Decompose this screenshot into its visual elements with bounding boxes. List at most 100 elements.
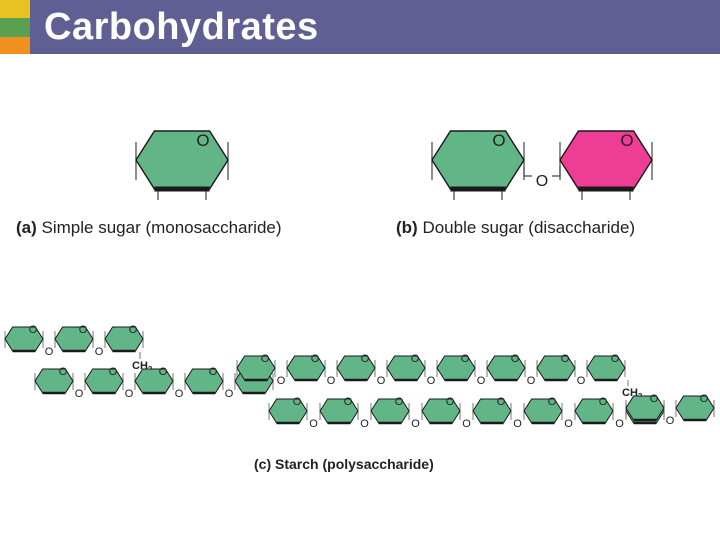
ring-oxygen-label: O xyxy=(261,353,270,365)
glucose-unit: O xyxy=(34,366,74,395)
glycosidic-oxygen-label: O xyxy=(666,415,675,427)
glucose-unit: O xyxy=(286,353,326,382)
starch-branch-right: OOO xyxy=(625,393,715,427)
glucose-unit: O xyxy=(536,353,576,382)
ring-oxygen-label: O xyxy=(611,353,620,365)
glycosidic-oxygen-label: O xyxy=(527,375,536,387)
glycosidic-oxygen-label: O xyxy=(427,375,436,387)
ring-oxygen-label: O xyxy=(599,396,608,408)
glucose-unit: O xyxy=(421,396,461,425)
glucose-unit: O xyxy=(319,396,359,425)
ring-oxygen-label: O xyxy=(109,366,118,378)
glucose-ring xyxy=(472,398,512,424)
caption-disaccharide: (b) Double sugar (disaccharide) xyxy=(396,218,635,238)
glucose-ring xyxy=(286,355,326,381)
ring-oxygen-label: O xyxy=(461,353,470,365)
ring-oxygen-label: O xyxy=(650,393,659,405)
caption-tag: (c) xyxy=(254,456,272,472)
glucose-unit: O xyxy=(586,353,626,382)
ring-oxygen-label: O xyxy=(159,366,168,378)
glucose-unit: O xyxy=(54,324,94,353)
caption-text: Double sugar (disaccharide) xyxy=(422,218,636,237)
glycosidic-oxygen-label: O xyxy=(225,388,234,400)
glucose-ring-large: O xyxy=(431,130,525,200)
glycosidic-oxygen-label: O xyxy=(75,388,84,400)
glucose-ring xyxy=(586,355,626,381)
ring-oxygen-label: O xyxy=(293,396,302,408)
ring-oxygen-label: O xyxy=(511,353,520,365)
glucose-unit: O xyxy=(675,393,715,422)
glucose-unit: O xyxy=(184,366,224,395)
ring-oxygen-label: O xyxy=(361,353,370,365)
ring-oxygen-label: O xyxy=(395,396,404,408)
glycosidic-oxygen-label: O xyxy=(377,375,386,387)
glucose-ring xyxy=(319,398,359,424)
glycosidic-oxygen-label: O xyxy=(309,418,318,430)
ring-oxygen-label: O xyxy=(129,324,138,336)
glucose-unit: O xyxy=(574,396,614,425)
slide-title: Carbohydrates xyxy=(44,6,319,48)
caption-text: Starch (polysaccharide) xyxy=(275,456,434,472)
caption-tag: (a) xyxy=(16,218,37,237)
sugar-ring xyxy=(431,130,525,190)
ring-oxygen-label: O xyxy=(411,353,420,365)
glycosidic-oxygen-label: O xyxy=(577,375,586,387)
glucose-unit: O xyxy=(104,324,144,353)
glycosidic-oxygen-label: O xyxy=(564,418,573,430)
ring-oxygen-label: O xyxy=(79,324,88,336)
ring-oxygen-label: O xyxy=(59,366,68,378)
glucose-unit: O xyxy=(134,366,174,395)
glucose-ring xyxy=(486,355,526,381)
glucose-ring xyxy=(675,395,715,421)
glycosidic-oxygen-label: O xyxy=(327,375,336,387)
glucose-ring xyxy=(184,368,224,394)
monosaccharide-figure: O xyxy=(135,130,229,200)
glycosidic-oxygen-label: O xyxy=(462,418,471,430)
glucose-ring xyxy=(536,355,576,381)
glycosidic-oxygen-label: O xyxy=(95,346,104,358)
glucose-unit: O xyxy=(336,353,376,382)
glucose-ring xyxy=(421,398,461,424)
glycosidic-oxygen-label: O xyxy=(477,375,486,387)
glycosidic-oxygen-label: O xyxy=(411,418,420,430)
glucose-ring xyxy=(574,398,614,424)
glucose-ring xyxy=(268,398,308,424)
glucose-unit: O xyxy=(486,353,526,382)
ring-oxygen-label: O xyxy=(561,353,570,365)
glucose-unit: O xyxy=(386,353,426,382)
glucose-unit: O xyxy=(84,366,124,395)
glycosidic-oxygen-label: O xyxy=(536,173,548,190)
ring-oxygen-label: O xyxy=(548,396,557,408)
glucose-ring xyxy=(134,368,174,394)
sugar-ring xyxy=(135,130,229,190)
glucose-ring xyxy=(34,368,74,394)
caption-polysaccharide: (c) Starch (polysaccharide) xyxy=(254,456,434,472)
glycosidic-oxygen-label: O xyxy=(513,418,522,430)
glycosidic-oxygen-label: O xyxy=(45,346,54,358)
glucose-unit: O xyxy=(523,396,563,425)
glucose-ring xyxy=(54,326,94,352)
ring-oxygen-label: O xyxy=(446,396,455,408)
ring-oxygen-label: O xyxy=(344,396,353,408)
glucose-unit: O xyxy=(370,396,410,425)
glucose-ring xyxy=(436,355,476,381)
glycosidic-oxygen-label: O xyxy=(615,418,624,430)
glycosidic-bond-right xyxy=(552,166,561,177)
accent-block-yellow xyxy=(0,0,30,18)
glucose-ring xyxy=(104,326,144,352)
ring-oxygen-label: O xyxy=(29,324,38,336)
sugar-ring xyxy=(559,130,653,190)
glucose-ring-large: O xyxy=(135,130,229,200)
glucose-ring xyxy=(236,355,276,381)
polysaccharide-figure: OOOOOCH2OOOOOOOOOOOOOOOOOOOOOOOOOOOOOOOO… xyxy=(4,324,715,430)
glycosidic-oxygen-label: O xyxy=(360,418,369,430)
glucose-unit: O xyxy=(236,353,276,382)
glucose-ring xyxy=(386,355,426,381)
caption-text: Simple sugar (monosaccharide) xyxy=(41,218,282,237)
glucose-unit: O xyxy=(436,353,476,382)
glycosidic-oxygen-label: O xyxy=(175,388,184,400)
glucose-unit: O xyxy=(268,396,308,425)
glucose-ring xyxy=(336,355,376,381)
